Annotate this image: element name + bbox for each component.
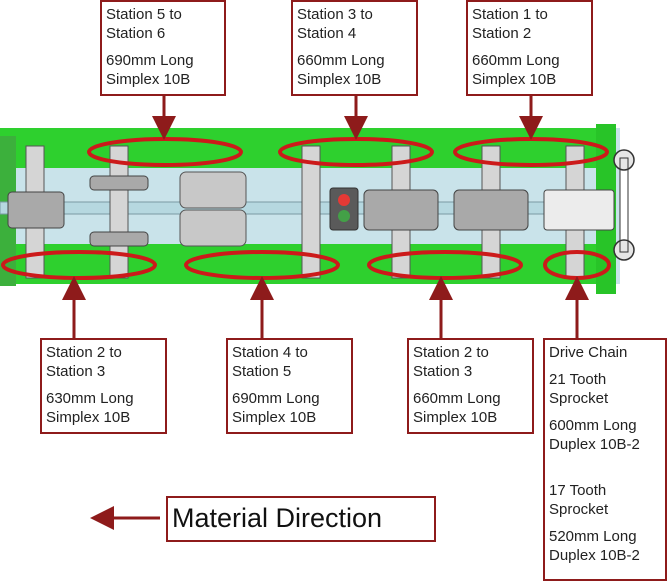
label-line: 630mm Long xyxy=(46,390,134,407)
control-box xyxy=(329,187,359,231)
wheel xyxy=(363,189,439,231)
label-line: Station 2 to xyxy=(413,344,489,361)
label-station4-5: Station 4 to Station 5 690mm Long Simple… xyxy=(226,338,353,434)
label-station5-6: Station 5 to Station 6 690mm Long Simple… xyxy=(100,0,226,96)
wheel xyxy=(453,189,529,231)
wheel xyxy=(89,175,149,191)
label-line: Simplex 10B xyxy=(46,409,131,426)
label-line: Drive Chain xyxy=(549,344,628,361)
label-line: Station 3 xyxy=(413,363,473,380)
drive-chain xyxy=(619,157,629,253)
label-line: 21 Tooth xyxy=(549,371,607,388)
label-line: Station 1 to xyxy=(472,6,548,23)
wheel xyxy=(89,231,149,247)
label-line: Duplex 10B-2 xyxy=(549,547,640,564)
label-station2-3-right: Station 2 to Station 3 660mm Long Simple… xyxy=(407,338,534,434)
label-line: Station 4 to xyxy=(232,344,308,361)
material-direction-label: Material Direction xyxy=(166,496,436,542)
wheel xyxy=(7,191,65,229)
label-line: Simplex 10B xyxy=(232,409,317,426)
red-indicator xyxy=(338,194,350,206)
label-line: Station 2 to xyxy=(46,344,122,361)
label-line: Station 5 to xyxy=(106,6,182,23)
label-line: Simplex 10B xyxy=(106,71,191,88)
label-line: Station 5 xyxy=(232,363,292,380)
label-line: Station 6 xyxy=(106,25,166,42)
label-line: Duplex 10B-2 xyxy=(549,436,640,453)
label-line: 520mm Long xyxy=(549,528,637,545)
sprocket xyxy=(613,239,635,261)
label-station1-2: Station 1 to Station 2 660mm Long Simple… xyxy=(466,0,593,96)
label-line: Station 3 to xyxy=(297,6,373,23)
clamp-block xyxy=(179,209,247,247)
drive-drum xyxy=(543,189,615,231)
label-line: 660mm Long xyxy=(297,52,385,69)
label-line: Simplex 10B xyxy=(413,409,498,426)
green-indicator xyxy=(338,210,350,222)
label-line: 17 Tooth xyxy=(549,482,607,499)
label-line: Station 4 xyxy=(297,25,357,42)
label-drive-chain: Drive Chain 21 Tooth Sprocket 600mm Long… xyxy=(543,338,667,581)
label-line: Sprocket xyxy=(549,390,609,407)
label-line: 690mm Long xyxy=(106,52,194,69)
label-station3-4: Station 3 to Station 4 660mm Long Simple… xyxy=(291,0,418,96)
label-line: Simplex 10B xyxy=(472,71,557,88)
roller xyxy=(109,145,129,279)
label-line: 660mm Long xyxy=(472,52,560,69)
label-line: 660mm Long xyxy=(413,390,501,407)
label-line: Station 2 xyxy=(472,25,532,42)
label-line: Simplex 10B xyxy=(297,71,382,88)
sprocket xyxy=(613,149,635,171)
label-line: 600mm Long xyxy=(549,417,637,434)
label-line: Sprocket xyxy=(549,501,609,518)
label-line: Station 3 xyxy=(46,363,106,380)
label-station2-3-left: Station 2 to Station 3 630mm Long Simple… xyxy=(40,338,167,434)
roller xyxy=(301,145,321,279)
label-line: 690mm Long xyxy=(232,390,320,407)
clamp-block xyxy=(179,171,247,209)
